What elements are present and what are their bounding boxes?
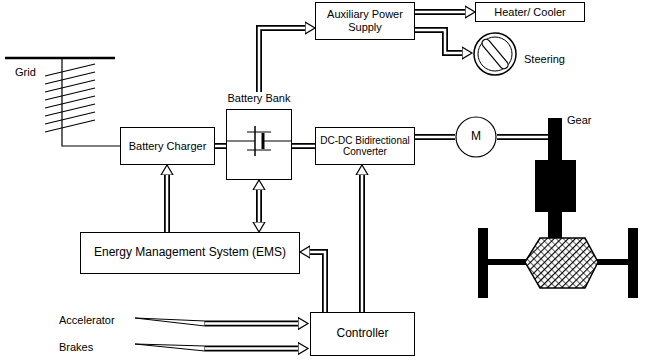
input-label: Accelerator bbox=[58, 314, 116, 326]
motor-circle: M bbox=[455, 116, 497, 158]
connector-outline bbox=[256, 190, 262, 222]
drivetrain bbox=[478, 118, 638, 298]
part-label: Gear bbox=[566, 114, 592, 126]
power-flow-connector bbox=[362, 175, 363, 312]
node-label: Heater/ Cooler bbox=[494, 6, 566, 19]
battery-bank: Battery Bank bbox=[226, 92, 292, 180]
grid-label: Grid bbox=[14, 66, 37, 78]
connector-outline bbox=[215, 143, 226, 149]
connector-inner bbox=[259, 28, 305, 92]
power-flow-connector bbox=[415, 12, 465, 13]
power-flow-connector bbox=[310, 252, 325, 312]
load-box: Heater/ Cooler bbox=[475, 2, 585, 22]
steering-icon: Steering bbox=[472, 30, 584, 78]
node-label: Steering bbox=[524, 53, 565, 66]
connector-inner bbox=[415, 11, 465, 14]
steering-wheel bbox=[472, 31, 518, 77]
connector-inner bbox=[310, 252, 325, 312]
connector-outline bbox=[310, 252, 325, 312]
node-label: M bbox=[471, 130, 481, 144]
motor-shaft bbox=[497, 137, 548, 138]
connector-outline bbox=[259, 28, 305, 92]
connector-outline bbox=[292, 143, 315, 149]
node-label: DC-DC Bidirectional Converter bbox=[320, 135, 410, 158]
grid-symbol bbox=[5, 58, 120, 146]
ems-box: Energy Management System (EMS) bbox=[80, 232, 300, 274]
grid-hatch bbox=[45, 120, 95, 132]
connector-inner bbox=[166, 175, 169, 232]
node-label: Controller bbox=[336, 327, 388, 341]
connector-inner bbox=[292, 145, 315, 148]
power-flow-connector bbox=[259, 28, 305, 92]
accelerator-pedal bbox=[135, 318, 298, 326]
connector-inner bbox=[258, 190, 261, 222]
connector-outline bbox=[415, 9, 465, 15]
power-flow-connector bbox=[167, 175, 168, 232]
power-flow-connector bbox=[259, 190, 260, 222]
battery-box bbox=[226, 109, 292, 180]
connector-inner bbox=[415, 136, 455, 139]
connector-outline bbox=[359, 175, 365, 312]
connector-outline bbox=[415, 30, 462, 53]
node-label: Battery Bank bbox=[226, 92, 292, 105]
power-flow-connector bbox=[215, 146, 226, 147]
connector-inner bbox=[415, 30, 462, 53]
power-flow-connector bbox=[292, 146, 315, 147]
brake-pedal bbox=[135, 344, 298, 351]
node-label: Battery Charger bbox=[129, 140, 207, 153]
connector-inner bbox=[215, 145, 226, 148]
charger-box: Battery Charger bbox=[120, 127, 215, 165]
power-supply-box: Auxiliary Power Supply bbox=[315, 2, 415, 40]
input-label: Brakes bbox=[58, 341, 94, 353]
connector-outline bbox=[164, 175, 170, 232]
node-label: Energy Management System (EMS) bbox=[94, 246, 286, 260]
converter-box: DC-DC Bidirectional Converter bbox=[315, 127, 415, 165]
battery-symbol bbox=[227, 110, 291, 172]
node-label: Auxiliary Power Supply bbox=[320, 8, 410, 33]
connector-inner bbox=[361, 175, 364, 312]
connector-outline bbox=[415, 134, 455, 140]
controller-box: Controller bbox=[310, 312, 415, 356]
power-flow-connector bbox=[415, 30, 462, 53]
power-flow-connector bbox=[415, 137, 455, 138]
